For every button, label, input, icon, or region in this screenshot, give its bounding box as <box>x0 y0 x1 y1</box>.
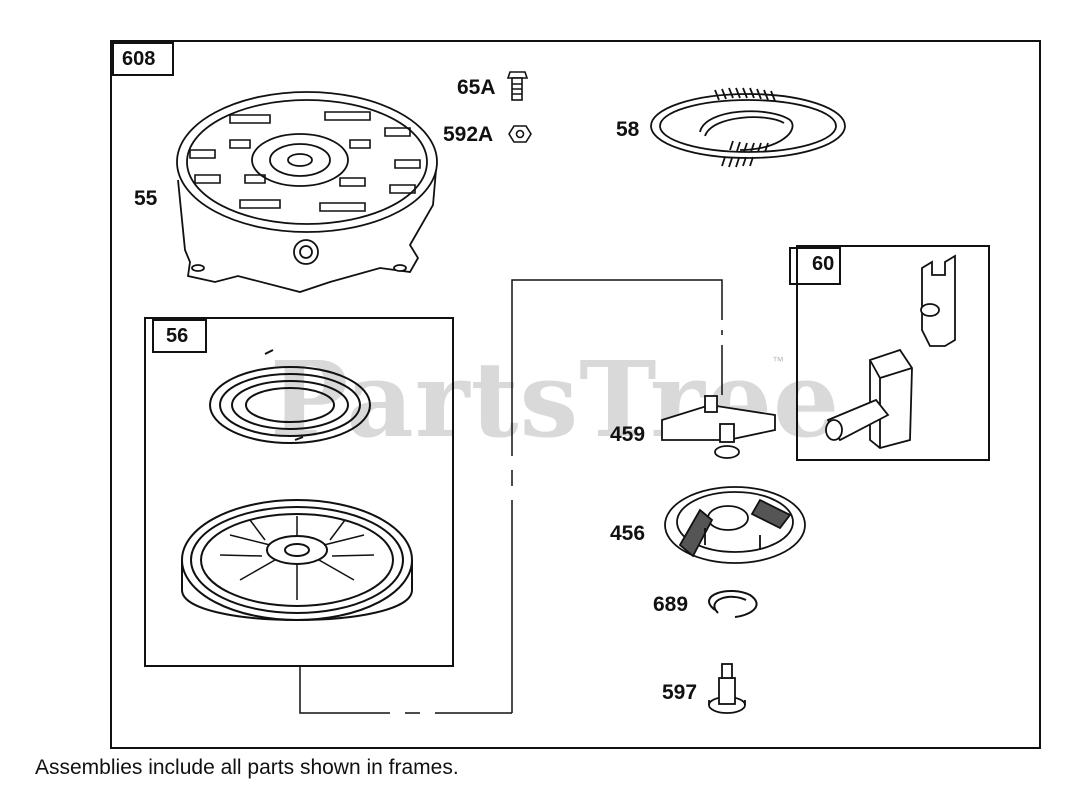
clip-icon <box>708 589 758 618</box>
frame-60-label-box <box>789 247 841 285</box>
screw-icon <box>506 71 529 101</box>
pulley-icon <box>181 499 413 621</box>
part-label-55: 55 <box>134 187 158 210</box>
part-label-592a: 592A <box>443 123 494 146</box>
retainer-icon <box>664 486 806 564</box>
rope-icon <box>650 87 846 168</box>
spring-icon <box>209 349 371 444</box>
part-label-597: 597 <box>662 681 698 704</box>
frame-608 <box>110 40 1041 749</box>
starter-housing-icon <box>176 91 438 293</box>
frame-608-label-box <box>112 42 174 76</box>
handle-icon <box>825 254 956 449</box>
footnote: Assemblies include all parts shown in fr… <box>35 756 459 779</box>
part-label-456: 456 <box>610 522 646 545</box>
pawl-icon <box>661 395 776 459</box>
part-label-459: 459 <box>610 423 646 446</box>
part-label-65a: 65A <box>457 76 496 99</box>
frame-56-label: 56 <box>166 325 189 347</box>
shoulder-screw-icon <box>708 663 746 714</box>
part-label-58: 58 <box>616 118 640 141</box>
part-label-689: 689 <box>653 593 689 616</box>
nut-icon <box>508 125 532 143</box>
frame-56-label-box <box>152 319 207 353</box>
leader-lines <box>299 279 723 714</box>
frame-608-label: 608 <box>122 48 156 70</box>
watermark: PartsTree <box>270 338 841 461</box>
frame-56 <box>144 317 454 667</box>
watermark-trademark: ™ <box>772 354 784 368</box>
frame-60-label: 60 <box>812 253 835 275</box>
frame-60 <box>796 245 990 461</box>
